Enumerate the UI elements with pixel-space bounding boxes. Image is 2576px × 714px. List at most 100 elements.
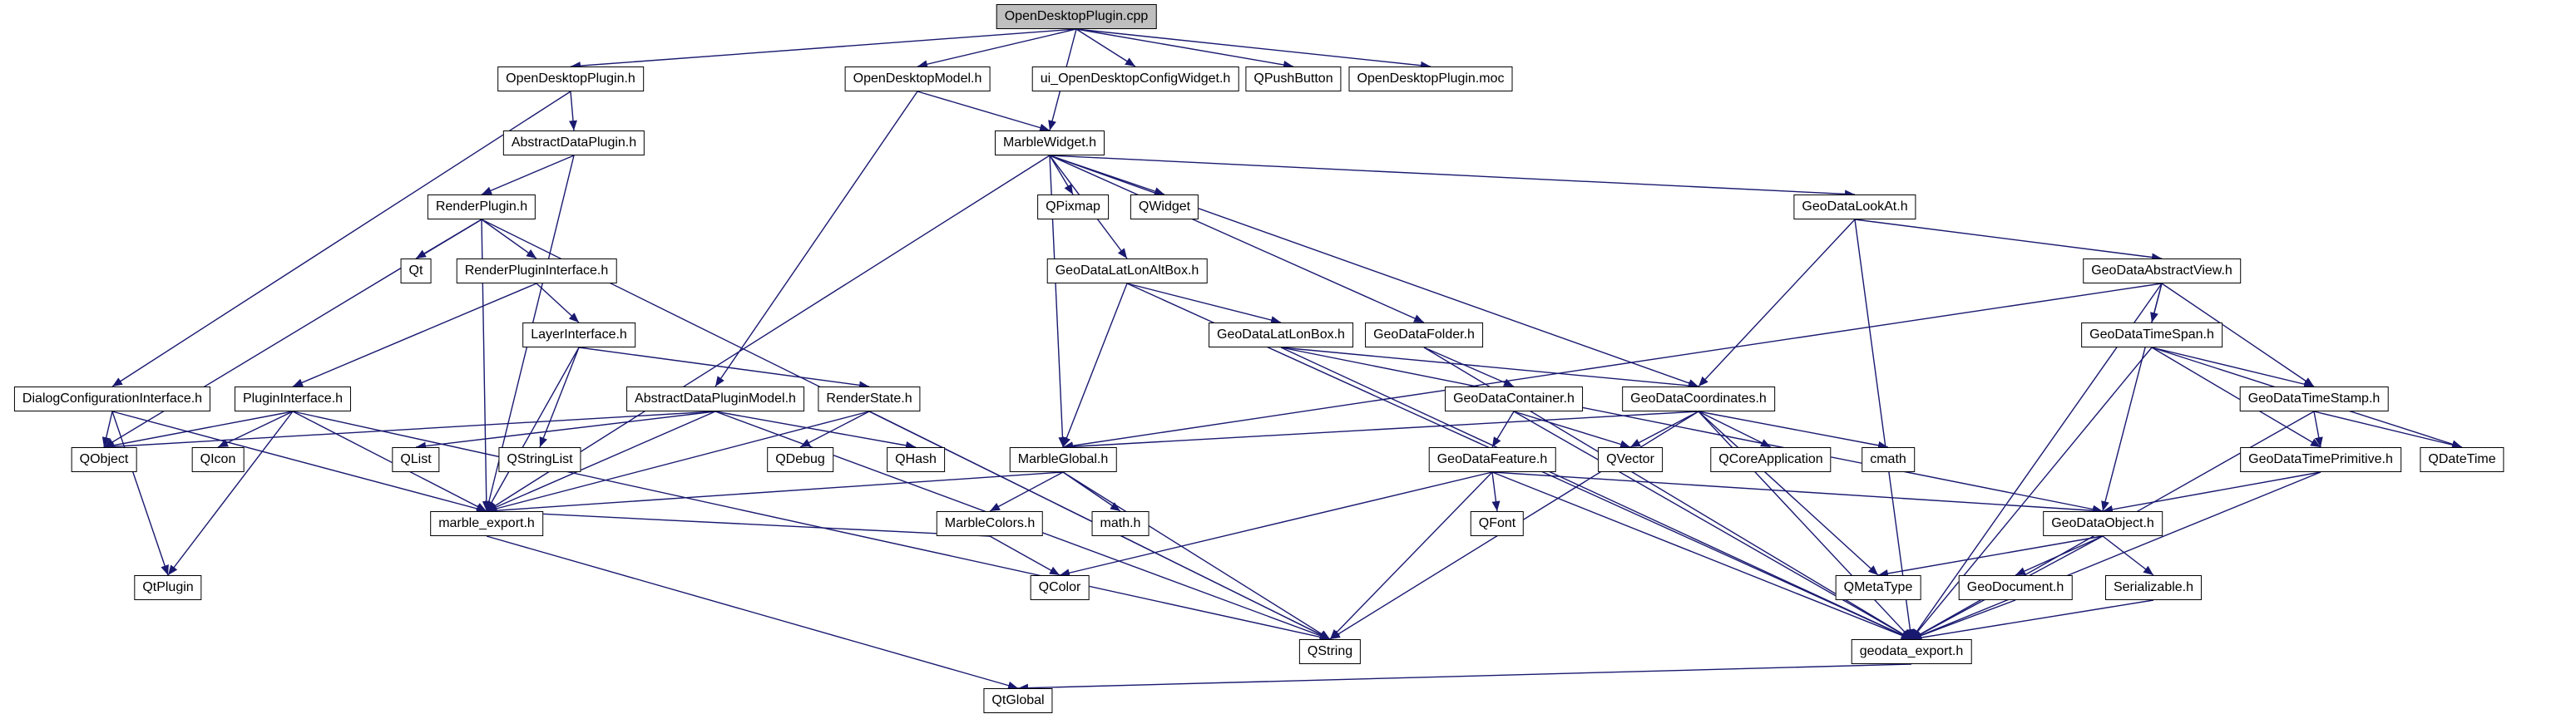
graph-edge [1491,471,1912,640]
graph-edge [2161,283,2315,387]
graph-edge [1062,471,1331,640]
graph-node-plugininterface-h[interactable]: PluginInterface.h [234,387,352,411]
graph-node-qtplugin[interactable]: QtPlugin [134,575,202,600]
graph-edge [1049,155,1074,195]
graph-edge [1049,155,1699,387]
graph-node-renderplugin-h[interactable]: RenderPlugin.h [427,195,536,219]
graph-node-qcoreapplication[interactable]: QCoreApplication [1710,447,1832,472]
graph-node-geodataobject-h[interactable]: GeoDataObject.h [2043,511,2163,536]
graph-edge [111,411,169,576]
graph-edge [570,28,1077,71]
graph-node-geodatafolder-h[interactable]: GeoDataFolder.h [1365,323,1483,347]
graph-edge [1629,411,1699,448]
graph-edge [1911,599,2016,640]
graph-edge [1329,471,1493,640]
graph-edge [1698,411,1889,450]
graph-edge [714,411,917,450]
graph-edge [1491,471,2104,515]
graph-node-geodatatimespan-h[interactable]: GeoDataTimeSpan.h [2081,323,2222,347]
graph-node-qobject[interactable]: QObject [71,447,137,472]
graph-edge [2151,347,2321,448]
graph-edge [1698,219,1856,387]
graph-node-geodatatimeprimitive-h[interactable]: GeoDataTimePrimitive.h [2240,447,2401,472]
graph-node-serializable-h[interactable]: Serializable.h [2104,575,2203,600]
graph-edge [1911,599,2154,643]
graph-edge [1698,411,1879,576]
graph-edge [1423,347,1515,387]
graph-edge [1513,411,1912,640]
graph-edge [2102,535,2154,576]
graph-node-qdatetime[interactable]: QDateTime [2420,447,2504,472]
graph-node-marblewidget-h[interactable]: MarbleWidget.h [994,130,1105,155]
graph-node-geodatacoordinates-h[interactable]: GeoDataCoordinates.h [1622,387,1775,411]
graph-edge [103,411,294,450]
graph-node-qpixmap[interactable]: QPixmap [1037,195,1109,219]
graph-edge [111,411,487,513]
graph-node-qwidget[interactable]: QWidget [1130,195,1199,219]
graph-node-qtglobal[interactable]: QtGlobal [983,688,1053,713]
graph-node-ui-opendesktopconfigwidget-h[interactable]: ui_OpenDesktopConfigWidget.h [1031,66,1239,91]
graph-edge [578,347,870,390]
graph-node-qlist[interactable]: QList [392,447,440,472]
graph-edge [1075,28,1294,69]
graph-edge [2015,535,2104,576]
graph-edge [217,411,294,448]
graph-edge [167,411,294,576]
graph-node-qfont[interactable]: QFont [1470,511,1525,536]
graph-edge [2313,411,2463,450]
graph-edge [1854,219,1915,640]
graph-edge [103,411,716,451]
graph-edge [481,155,575,195]
graph-node-qcolor[interactable]: QColor [1030,575,1090,600]
graph-node-qvector[interactable]: QVector [1598,447,1663,472]
graph-node-cmath[interactable]: cmath [1862,447,1915,472]
graph-edge [1911,347,2153,640]
graph-edge [292,283,537,387]
graph-edge [2313,411,2323,448]
graph-edge [486,471,1064,515]
graph-edge [1049,155,1856,199]
graph-edge [111,91,571,387]
graph-edge [1062,411,1699,451]
graph-node-renderplugininterface-h[interactable]: RenderPluginInterface.h [456,259,617,283]
graph-node-geodatalatlonbox-h[interactable]: GeoDataLatLonBox.h [1209,323,1353,347]
graph-edge [2102,471,2321,514]
graph-node-opendesktopplugin-moc[interactable]: OpenDesktopPlugin.moc [1348,66,1513,91]
graph-node-qmetatype[interactable]: QMetaType [1835,575,1921,600]
graph-edge [1126,283,1282,324]
graph-node-geodatacontainer-h[interactable]: GeoDataContainer.h [1445,387,1583,411]
graph-edge [539,347,580,448]
graph-node-geodataabstractview-h[interactable]: GeoDataAbstractView.h [2083,259,2241,283]
graph-node-math-h[interactable]: math.h [1091,511,1150,536]
graph-node-geodatafeature-h[interactable]: GeoDataFeature.h [1428,447,1556,472]
graph-node-qicon[interactable]: QIcon [191,447,245,472]
graph-node-opendesktopmodel-h[interactable]: OpenDesktopModel.h [844,66,991,91]
graph-node-qdebug[interactable]: QDebug [767,447,833,472]
graph-node-opendesktopplugin-h[interactable]: OpenDesktopPlugin.h [497,66,644,91]
graph-edge [1877,535,2104,578]
graph-node-geodocument-h[interactable]: GeoDocument.h [1958,575,2073,600]
graph-node-marble-export-h[interactable]: marble_export.h [430,511,543,536]
graph-node-qstringlist[interactable]: QStringList [498,447,581,472]
graph-edge [714,91,918,387]
graph-node-geodatatimestamp-h[interactable]: GeoDataTimeStamp.h [2239,387,2389,411]
graph-node-marbleglobal-h[interactable]: MarbleGlobal.h [1009,447,1117,472]
graph-node-layerinterface-h[interactable]: LayerInterface.h [522,323,635,347]
graph-node-abstractdatapluginmodel-h[interactable]: AbstractDataPluginModel.h [626,387,804,411]
graph-node-geodatalatlonaltbox-h[interactable]: GeoDataLatLonAltBox.h [1046,259,1208,283]
graph-node-marblecolors-h[interactable]: MarbleColors.h [936,511,1044,536]
graph-node-renderstate-h[interactable]: RenderState.h [818,387,921,411]
graph-node-geodata-export-h[interactable]: geodata_export.h [1851,639,1972,664]
graph-edge [1049,155,1425,323]
graph-node-abstractdataplugin-h[interactable]: AbstractDataPlugin.h [502,130,645,155]
graph-node-qt[interactable]: Qt [400,259,432,283]
graph-node-geodatalookat-h[interactable]: GeoDataLookAt.h [1793,195,1916,219]
graph-edge [481,219,537,259]
graph-edge [486,411,870,513]
graph-node-qhash[interactable]: QHash [887,447,945,472]
graph-node-dialogconfigurationinterface-h[interactable]: DialogConfigurationInterface.h [13,387,211,411]
graph-node-qstring[interactable]: QString [1298,639,1362,664]
graph-edge [917,28,1077,69]
graph-edge [799,411,870,448]
graph-node-qpushbutton[interactable]: QPushButton [1245,66,1342,91]
